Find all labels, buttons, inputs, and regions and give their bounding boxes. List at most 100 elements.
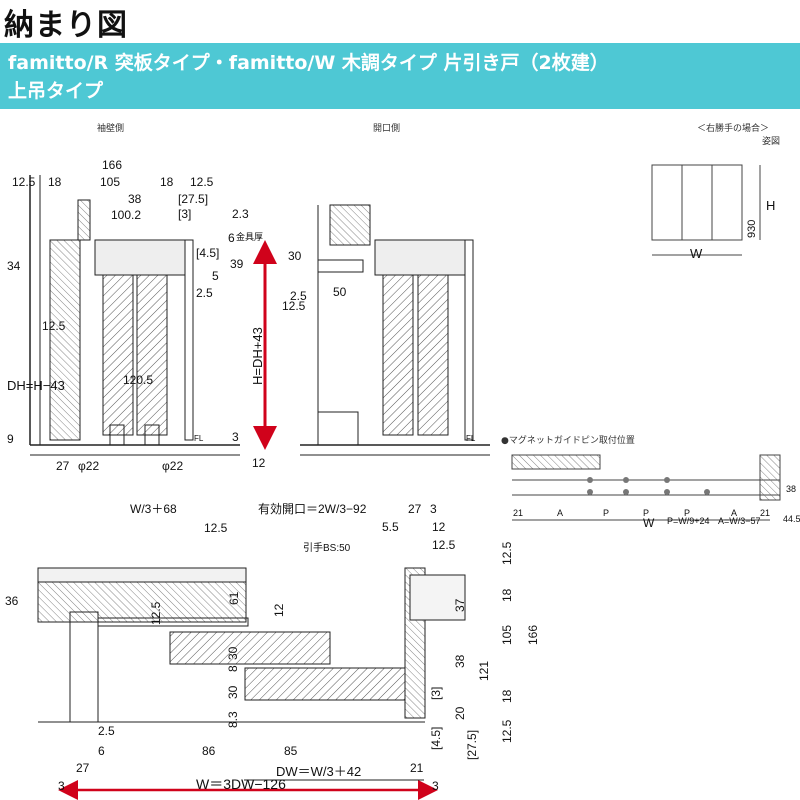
dimension-label: [27.5] xyxy=(178,192,208,206)
dimension-label: 12 xyxy=(432,520,446,534)
elevation-thumbnail xyxy=(651,164,761,256)
dimension-label: 18 xyxy=(500,588,514,602)
label-kaiko: 開口側 xyxy=(373,124,401,134)
dimension-label: 3 xyxy=(432,779,439,793)
dimension-label: 20 xyxy=(453,706,467,720)
elev-kaiko-dims: 30 12.5 2.5 50 FL xyxy=(282,249,476,443)
dimension-label: 6 xyxy=(98,744,105,758)
dimension-label: 121 xyxy=(477,661,491,681)
dimension-label: 27 xyxy=(56,459,70,473)
dimension-label: 44.5 xyxy=(783,514,800,524)
dimension-label: P xyxy=(603,508,609,518)
dimension-label: 120.5 xyxy=(123,373,153,387)
elevation-sode xyxy=(29,175,240,456)
dimension-label: φ22 xyxy=(162,459,183,473)
dimension-label: P xyxy=(684,508,690,518)
dimension-label: 12.5 xyxy=(282,299,306,313)
dimension-label: 21 xyxy=(410,761,424,775)
thumb-h: H xyxy=(766,198,775,213)
dimension-label: 5 xyxy=(212,269,219,283)
dimension-label: A xyxy=(557,508,563,518)
dimension-label: 12.5 xyxy=(12,175,36,189)
dimension-label: 6 xyxy=(228,231,235,245)
dimension-label: 86 xyxy=(202,744,216,758)
dimension-label: 18 xyxy=(160,175,174,189)
magnet-plan xyxy=(511,454,781,521)
label-sode: 袖壁側 xyxy=(97,124,125,134)
dimension-label: 166 xyxy=(526,625,540,645)
dimension-label: 引手BS:50 xyxy=(303,541,351,554)
dimension-label: 38 xyxy=(786,484,796,494)
dimension-label: [4.5] xyxy=(196,246,219,260)
dimension-label: W xyxy=(643,516,655,530)
dimension-label: 39 xyxy=(230,257,244,271)
dimension-label: 21 xyxy=(760,508,770,518)
subtitle-line1: famitto/R 突板タイプ・famitto/W 木調タイプ 片引き戸（2枚建… xyxy=(8,52,609,74)
dimension-label: DW＝W/3＋42 xyxy=(276,764,361,779)
thumb-930: 930 xyxy=(746,220,758,238)
dimension-label: 36 xyxy=(5,594,19,608)
dimension-label: 100.2 xyxy=(111,208,141,222)
dimension-label: 2.5 xyxy=(290,289,307,303)
height-label: H=DH+43 xyxy=(250,327,265,385)
dimension-label: W＝3DW−126 xyxy=(196,776,286,792)
dimension-label: [3] xyxy=(178,207,191,221)
dimension-label: 金具厚 xyxy=(236,231,263,242)
plan-section xyxy=(37,567,466,723)
dimension-label: 5.5 xyxy=(382,520,399,534)
dimension-label: 85 xyxy=(284,744,298,758)
dimension-label: A=W/3−57 xyxy=(718,516,761,526)
label-migi: ＜右勝手の場合＞ xyxy=(697,124,770,134)
dimension-label: 105 xyxy=(100,175,120,189)
dimension-label: A xyxy=(731,508,737,518)
dimension-label: 27 xyxy=(76,761,90,775)
label-sugata: 姿図 xyxy=(762,137,781,147)
dimension-label: 12 xyxy=(272,603,286,617)
dimension-label: 30 xyxy=(226,685,240,699)
dimension-label: 8.3 xyxy=(226,711,240,728)
dimension-label: 37 xyxy=(453,598,467,612)
dimension-label: 3 xyxy=(430,502,437,516)
dimension-label: 3 xyxy=(58,779,65,793)
dimension-label: 166 xyxy=(102,158,122,172)
dimension-label: P=W/9+24 xyxy=(667,516,710,526)
dimension-label: P xyxy=(643,508,649,518)
dimension-label: 12 xyxy=(252,456,266,470)
elev-sode-dims: 166 12.5 18 105 18 12.5 38 100.2 [27.5] … xyxy=(7,158,266,473)
dimension-label: 2.3 xyxy=(232,207,249,221)
dimension-label: 12.5 xyxy=(190,175,214,189)
dimension-label: 38 xyxy=(453,654,467,668)
dimension-label: [4.5] xyxy=(429,727,443,750)
magnet-pins xyxy=(587,477,710,495)
dimension-label: FL xyxy=(466,434,476,443)
elevation-kaiko xyxy=(300,204,490,456)
magnet-dims: 38 44.5 21 A P P P A 21 W P=W/9+24 A=W/3… xyxy=(513,484,800,530)
dimension-label: 9 xyxy=(7,432,14,446)
dimension-label: 3 xyxy=(232,430,239,444)
dimension-label: 12.5 xyxy=(204,521,228,535)
dimension-label: 27 xyxy=(408,502,422,516)
dimension-label: 34 xyxy=(7,259,21,273)
label-magnet: ●マグネットガイドピン取付位置 xyxy=(501,436,635,446)
dimension-label: FL xyxy=(194,434,204,443)
page-title: 納まり図 xyxy=(4,8,128,43)
thumb-w: W xyxy=(690,246,703,261)
dimension-label: 61 xyxy=(227,591,241,605)
dimension-label: 8 xyxy=(226,665,240,672)
dimension-label: DH=H−43 xyxy=(7,378,65,393)
dimension-label: 21 xyxy=(513,508,523,518)
dimension-label: [3] xyxy=(429,687,443,700)
dimension-label: 18 xyxy=(500,689,514,703)
dimension-label: 12.5 xyxy=(149,601,163,625)
dimension-label: 12.5 xyxy=(500,719,514,743)
dimension-label: 12.5 xyxy=(432,538,456,552)
dimension-label: 18 xyxy=(48,175,62,189)
dimension-label: [27.5] xyxy=(465,730,479,760)
dimension-label: W/3＋68 xyxy=(130,502,177,516)
dimension-label: 30 xyxy=(226,646,240,660)
dimension-label: 有効開口＝2W/3−92 xyxy=(258,501,367,516)
header-band: famitto/R 突板タイプ・famitto/W 木調タイプ 片引き戸（2枚建… xyxy=(0,43,800,109)
dimension-label: 2.5 xyxy=(98,724,115,738)
dimension-label: φ22 xyxy=(78,459,99,473)
